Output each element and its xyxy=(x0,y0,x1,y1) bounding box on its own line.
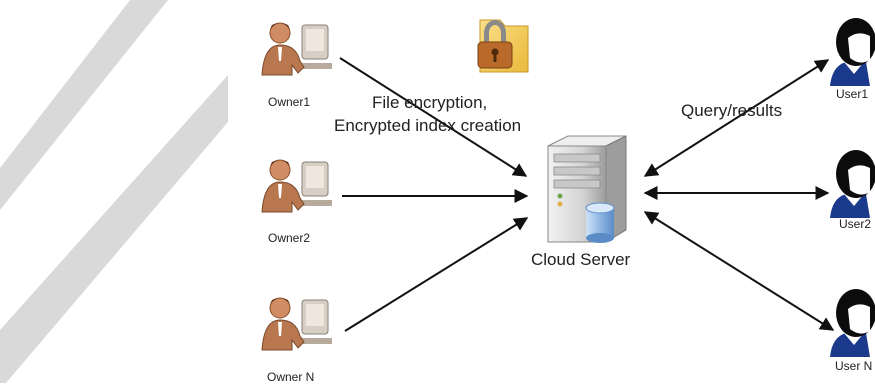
owner-label: Owner1 xyxy=(268,95,311,109)
cloud-server-icon xyxy=(547,135,627,243)
user-label: User2 xyxy=(839,217,872,231)
user-label: User N xyxy=(835,359,873,373)
owner-label: Owner N xyxy=(267,370,315,384)
arrows xyxy=(339,57,835,332)
encrypted-folder-icon xyxy=(477,19,529,73)
user-figure-icon xyxy=(830,150,875,218)
server-label: Cloud Server xyxy=(531,250,631,269)
watermark xyxy=(0,0,228,383)
owner-figure-icon xyxy=(261,22,332,76)
arrow-server-user1 xyxy=(643,59,830,177)
arrow-server-userN xyxy=(643,211,835,331)
arrow-ownerN-to-server xyxy=(344,217,529,332)
user-side-annotation: Query/results xyxy=(681,101,783,120)
user-figure-icon xyxy=(830,18,875,86)
owner-side-annotation-line1: File encryption, xyxy=(372,93,488,112)
owner-figure-icon xyxy=(261,159,332,213)
arrow-owner1-to-server xyxy=(339,57,528,177)
owner-side-annotation-line2: Encrypted index creation xyxy=(334,116,522,135)
user-label: User1 xyxy=(836,87,869,101)
user-figure-icon xyxy=(830,289,875,357)
owner-label: Owner2 xyxy=(268,231,311,245)
owner-figure-icon xyxy=(261,297,332,351)
